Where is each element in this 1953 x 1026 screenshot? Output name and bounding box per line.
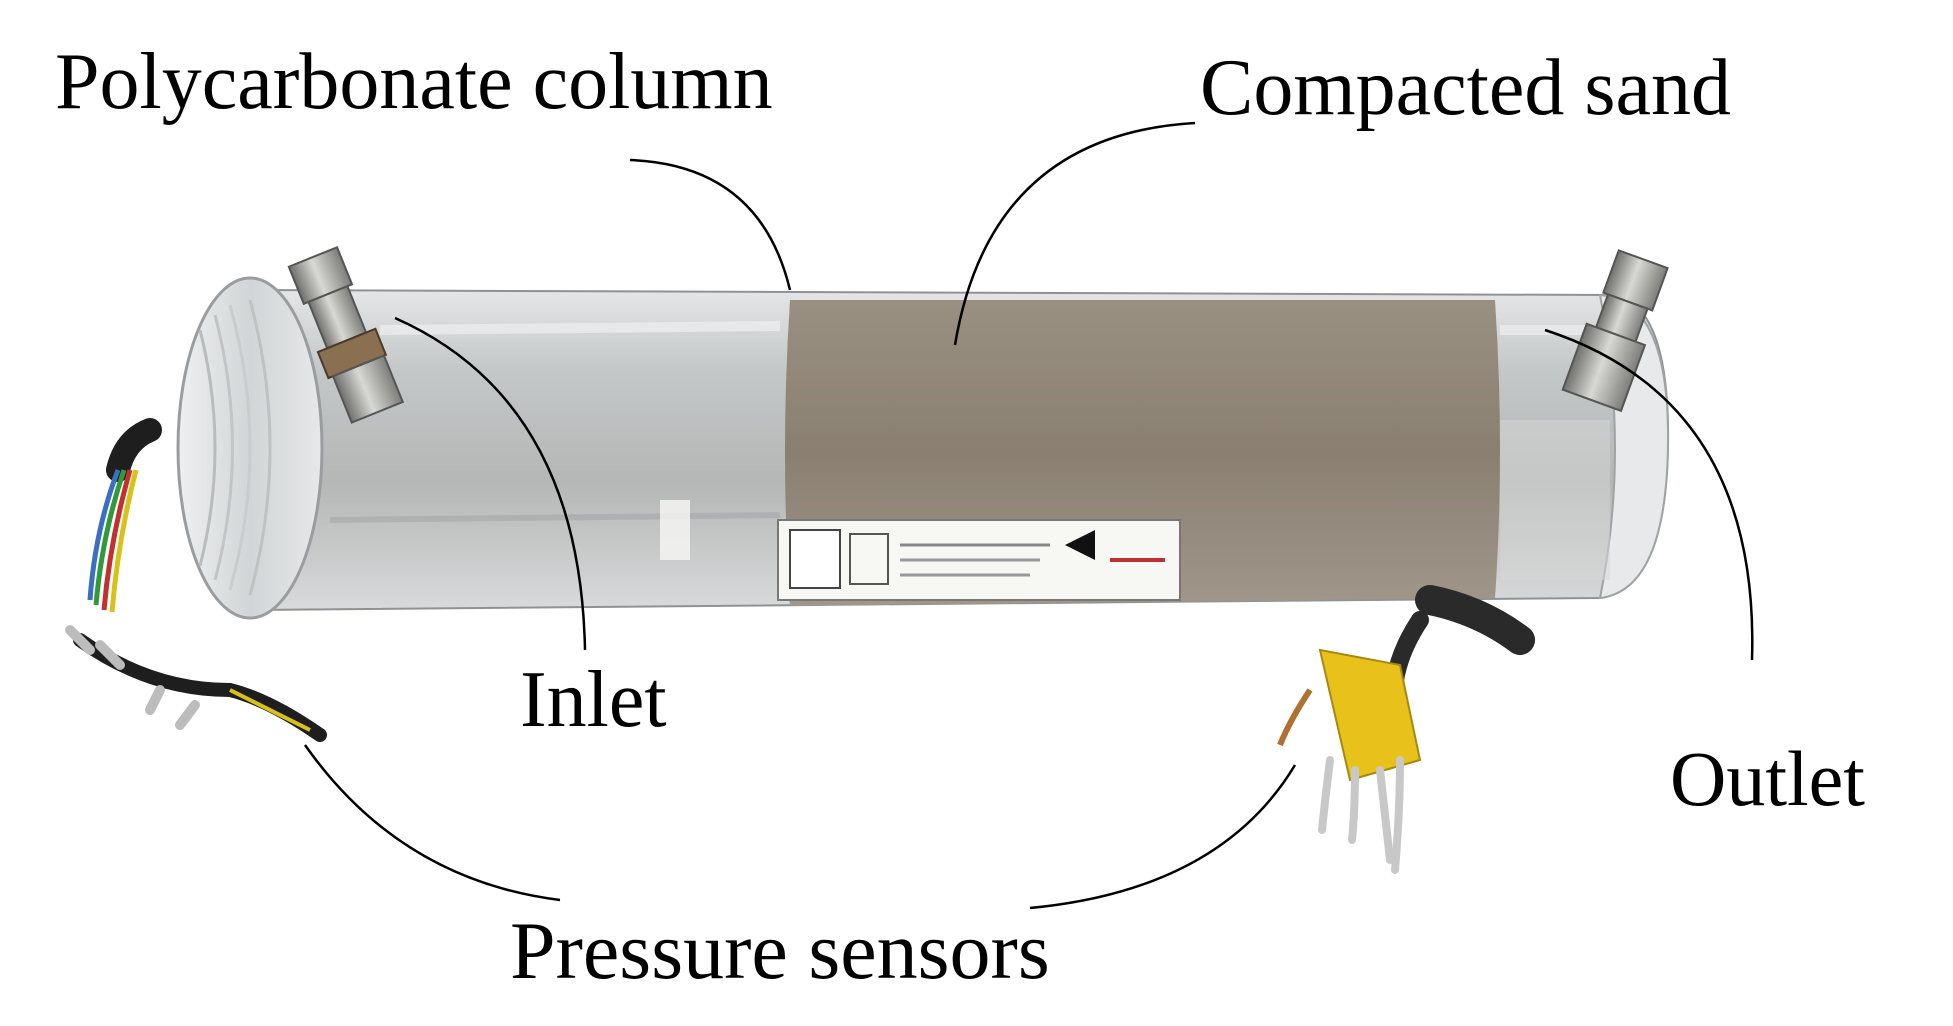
leader-compacted-sand xyxy=(953,121,1196,346)
leader-pressure-sensors-left xyxy=(303,744,561,902)
right-sensor-cables xyxy=(1277,585,1535,874)
leader-outlet xyxy=(1544,328,1754,661)
inlet-fitting xyxy=(287,245,405,424)
leader-polycarbonate-column xyxy=(629,158,792,291)
label-compacted-sand: Compacted sand xyxy=(1200,44,1731,132)
leader-inlet xyxy=(394,316,587,651)
compacted-sand-fill xyxy=(777,300,1500,606)
column-sticker xyxy=(777,519,1181,601)
left-end-cap xyxy=(176,276,324,620)
label-inlet: Inlet xyxy=(520,656,667,744)
label-polycarbonate-column: Polycarbonate column xyxy=(55,38,773,126)
leader-pressure-sensors-right xyxy=(1029,764,1297,910)
label-pressure-sensors: Pressure sensors xyxy=(510,905,1050,996)
left-sensor-cables xyxy=(65,418,327,742)
leader-lines xyxy=(303,121,1754,910)
label-outlet: Outlet xyxy=(1670,735,1865,822)
